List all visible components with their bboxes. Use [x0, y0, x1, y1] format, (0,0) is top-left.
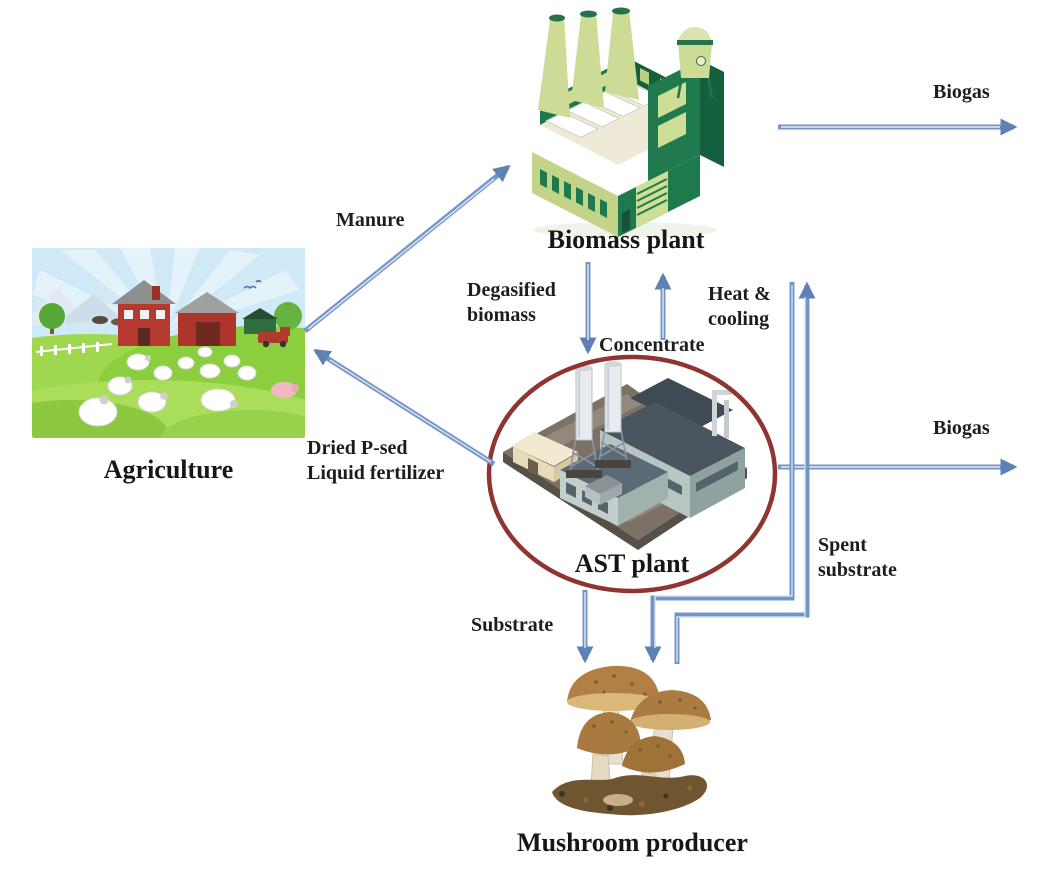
degasified-biomass-label: Degasified biomass [467, 278, 556, 328]
mushroom-producer-node-label: Mushroom producer [517, 828, 748, 857]
mushroom-producer-illustration [552, 665, 711, 816]
manure-label: Manure [336, 209, 405, 231]
heat-cooling-label-line2: cooling [708, 308, 770, 330]
dried-p-sed-liquid-fertilizer-label: Dried P-sed Liquid fertilizer [307, 436, 444, 486]
spent-substrate-label-line2: substrate [818, 559, 897, 581]
heat-cooling-label: Heat & cooling [708, 282, 771, 332]
biogas-mid-label: Biogas [933, 417, 990, 439]
heat-cooling-arrow [644, 282, 795, 664]
biomass-plant-illustration [532, 7, 724, 238]
heat-cooling-label-line1: Heat & [708, 283, 771, 305]
dried-p-sed-label-line1: Dried P-sed [307, 437, 408, 459]
agriculture-illustration [32, 248, 305, 438]
spent-substrate-arrow [674, 281, 816, 664]
manure-arrow [303, 164, 511, 333]
concentrate-label: Concentrate [599, 334, 705, 356]
spent-substrate-label-line1: Spent [818, 534, 867, 556]
agriculture-node-label: Agriculture [103, 455, 234, 484]
ast-plant-illustration [503, 361, 747, 550]
biogas-top-label: Biogas [933, 81, 990, 103]
dried-p-sed-liquid-fertilizer-arrow [313, 348, 496, 467]
biomass-plant-node-label: Biomass plant [547, 225, 705, 254]
ast-plant-node-label: AST plant [574, 549, 690, 578]
ast-highlight-ellipse [486, 354, 778, 594]
degasified-biomass-label-line1: Degasified [467, 279, 556, 301]
spent-substrate-label: Spent substrate [818, 533, 897, 583]
dried-p-sed-label-line2: Liquid fertilizer [307, 462, 445, 484]
degasified-biomass-label-line2: biomass [467, 304, 536, 326]
substrate-label: Substrate [471, 614, 554, 636]
